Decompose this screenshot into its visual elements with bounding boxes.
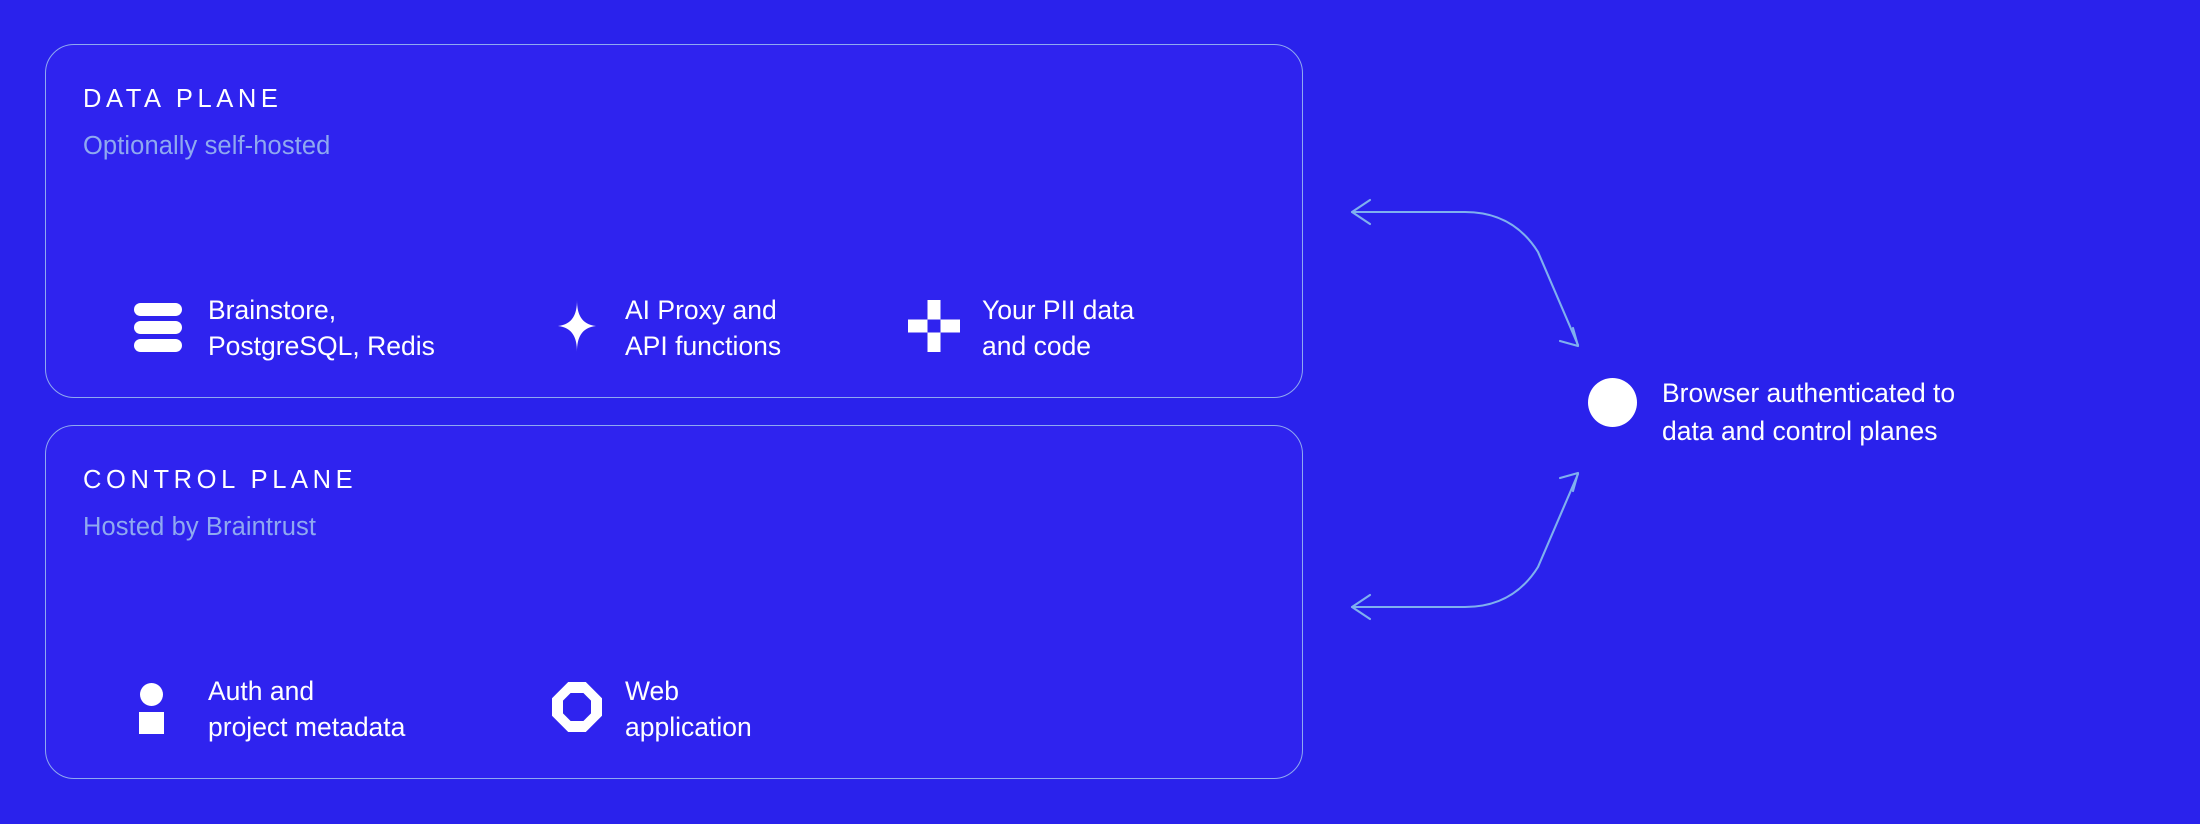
connector-control-plane bbox=[1350, 471, 1580, 621]
feature-brainstore-label: Brainstore, PostgreSQL, Redis bbox=[208, 295, 435, 361]
browser-node-label: Browser authenticated to data and contro… bbox=[1662, 378, 1956, 446]
feature-pii-data-label: Your PII data and code bbox=[982, 295, 1135, 361]
feature-auth-metadata: Auth and project metadata bbox=[134, 670, 405, 760]
feature-ai-proxy-label: AI Proxy and API functions bbox=[625, 295, 782, 361]
octagon-icon bbox=[551, 681, 603, 733]
feature-brainstore: Brainstore, PostgreSQL, Redis bbox=[134, 289, 435, 379]
data-plane-card: DATA PLANE Optionally self-hosted Brains… bbox=[45, 44, 1303, 398]
feature-web-application-label: Web application bbox=[625, 676, 752, 742]
feature-pii-data: Your PII data and code bbox=[908, 289, 1134, 379]
circle-icon bbox=[1588, 378, 1637, 427]
feature-auth-metadata-label: Auth and project metadata bbox=[208, 676, 406, 742]
browser-node: Browser authenticated to data and contro… bbox=[1588, 374, 1955, 450]
data-plane-feature-row: Brainstore, PostgreSQL, Redis AI Proxy a… bbox=[46, 289, 1302, 379]
feature-ai-proxy: AI Proxy and API functions bbox=[551, 289, 781, 379]
stack-icon bbox=[134, 300, 186, 352]
control-plane-heading: CONTROL PLANE bbox=[83, 466, 358, 494]
person-icon bbox=[134, 681, 186, 734]
data-plane-subheading: Optionally self-hosted bbox=[83, 132, 331, 160]
plus-icon bbox=[908, 300, 960, 352]
sparkle-icon bbox=[551, 300, 603, 352]
connector-data-plane bbox=[1350, 198, 1580, 348]
feature-web-application: Web application bbox=[551, 670, 752, 760]
control-plane-card: CONTROL PLANE Hosted by Braintrust Auth … bbox=[45, 425, 1303, 779]
data-plane-heading: DATA PLANE bbox=[83, 85, 283, 113]
control-plane-subheading: Hosted by Braintrust bbox=[83, 513, 317, 541]
control-plane-feature-row: Auth and project metadata Web applicatio… bbox=[46, 670, 1302, 760]
